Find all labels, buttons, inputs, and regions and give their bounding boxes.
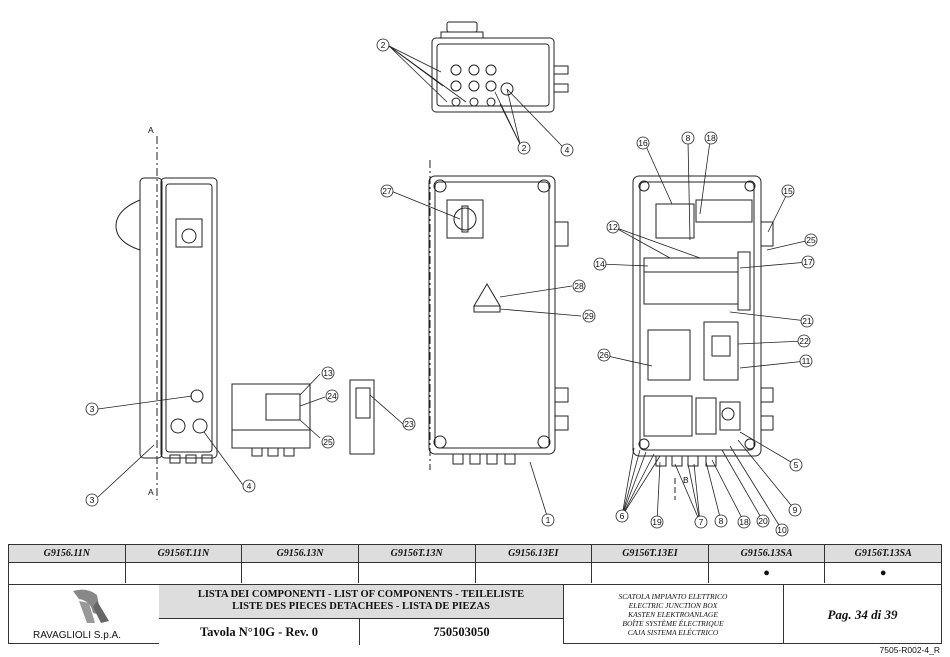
callout-2: 2: [381, 40, 386, 50]
desc-line: KASTEN ELEKTROANLAGE: [628, 610, 718, 619]
callout-3: 3: [90, 404, 95, 414]
desc-line: ELECTRIC JUNCTION BOX: [628, 601, 718, 610]
callout-12: 12: [608, 222, 618, 232]
callout-29: 29: [584, 311, 594, 321]
model-column: G9156T.11N: [125, 545, 243, 583]
desc-line: SCATOLA IMPIANTO ELETTRICO: [618, 592, 728, 601]
callout-6: 6: [620, 511, 625, 521]
cable-glands-grid: [450, 64, 514, 107]
open-view: [632, 175, 774, 500]
logo-cell: RAVAGLIOLI S.p.A.: [9, 585, 160, 644]
model-column: G9156.13N: [242, 545, 359, 583]
model-column: G9156T.13EI: [592, 545, 709, 583]
callout-13: 13: [323, 368, 333, 378]
callout-17: 17: [803, 257, 813, 267]
callout-27: 27: [382, 186, 392, 196]
list-title-line2: LISTE DES PIECES DETACHEES - LISTA DE PI…: [232, 601, 490, 612]
detail-views: [231, 379, 375, 457]
side-view: [115, 136, 218, 500]
model-mark: [9, 563, 125, 583]
callout-19: 19: [652, 517, 662, 527]
callout-18: 18: [739, 517, 749, 527]
leader-lines: [97, 45, 811, 531]
callout-11: 11: [802, 356, 811, 366]
model-column: G9156.13SA ●: [708, 545, 826, 583]
tavola-number: Tavola N°10G - Rev. 0: [159, 618, 360, 645]
callout-18: 18: [706, 133, 716, 143]
page-number: Pag. 34 di 39: [827, 606, 898, 622]
callout-8: 8: [719, 516, 724, 526]
section-mark-a-bottom: A: [148, 487, 154, 497]
model-code: G9156T.13SA: [825, 545, 941, 563]
callout-23: 23: [404, 419, 414, 429]
model-column: G9156.13EI: [475, 545, 593, 583]
callout-24: 24: [327, 391, 337, 401]
model-code: G9156T.13N: [358, 545, 475, 563]
callout-14: 14: [595, 259, 605, 269]
callout-15: 15: [783, 186, 793, 196]
model-mark: [242, 563, 358, 583]
ravaglioli-logo-icon: [73, 589, 109, 623]
model-mark: [359, 563, 475, 583]
model-code: G9156.11N: [9, 545, 125, 563]
technical-drawing: 2 2 4 3 3 4 13 24 25 23 27 28 29 1 16 8 …: [85, 21, 818, 537]
section-mark-b: B: [683, 475, 689, 485]
desc-line: BOÎTE SYSTÈME ÉLECTRIQUE: [622, 619, 724, 628]
list-title-line1: LISTA DEI COMPONENTI - LIST OF COMPONENT…: [197, 589, 525, 600]
callout-7: 7: [699, 517, 704, 527]
callout-1: 1: [546, 515, 551, 525]
callout-2: 2: [522, 143, 527, 153]
callout-20: 20: [758, 516, 768, 526]
reference-code: 7505-R002-4_R: [879, 645, 940, 655]
description-cell: SCATOLA IMPIANTO ELETTRICO ELECTRIC JUNC…: [563, 585, 784, 644]
front-view: [428, 160, 569, 470]
section-mark-a-top: A: [148, 125, 154, 135]
model-column: G9156.11N: [9, 545, 126, 583]
model-column: G9156T.13N: [358, 545, 476, 583]
model-code: G9156T.13EI: [592, 545, 708, 563]
callout-22: 22: [799, 336, 809, 346]
callout-4: 4: [247, 481, 252, 491]
callout-10: 10: [777, 525, 787, 535]
model-code: G9156T.11N: [125, 545, 242, 563]
model-mark: [126, 563, 242, 583]
callout-5: 5: [794, 460, 799, 470]
callout-9: 9: [793, 505, 798, 515]
callout-25: 25: [806, 235, 816, 245]
model-code: G9156.13SA: [708, 545, 825, 563]
list-cell: LISTA DEI COMPONENTI - LIST OF COMPONENT…: [159, 585, 564, 645]
model-column: G9156T.13SA ●: [825, 545, 941, 583]
callout-3: 3: [90, 495, 95, 505]
top-view: [431, 21, 569, 113]
callout-21: 21: [802, 316, 812, 326]
model-mark: [592, 563, 708, 583]
model-code: G9156.13N: [242, 545, 358, 563]
callout-16: 16: [638, 138, 648, 148]
callout-28: 28: [574, 281, 584, 291]
model-mark: ●: [879, 567, 887, 579]
callout-circles: [85, 38, 818, 537]
callout-8: 8: [686, 133, 691, 143]
section-marks: A A B: [148, 125, 689, 497]
callout-4: 4: [565, 145, 570, 155]
callout-labels: 2 2 4 3 3 4 13 24 25 23 27 28 29 1 16 8 …: [90, 40, 816, 535]
desc-line: CAJA SISTEMA ELÉCTRICO: [627, 628, 719, 637]
callout-26: 26: [599, 350, 609, 360]
title-row: RAVAGLIOLI S.p.A. LISTA DEI COMPONENTI -…: [9, 584, 941, 645]
model-code: G9156.13EI: [475, 545, 592, 563]
model-mark: ●: [763, 567, 770, 579]
model-mark: [476, 563, 592, 583]
company-name: RAVAGLIOLI S.p.A.: [33, 630, 121, 641]
drawing-code: 750503050: [360, 618, 563, 645]
callout-25: 25: [323, 437, 333, 447]
